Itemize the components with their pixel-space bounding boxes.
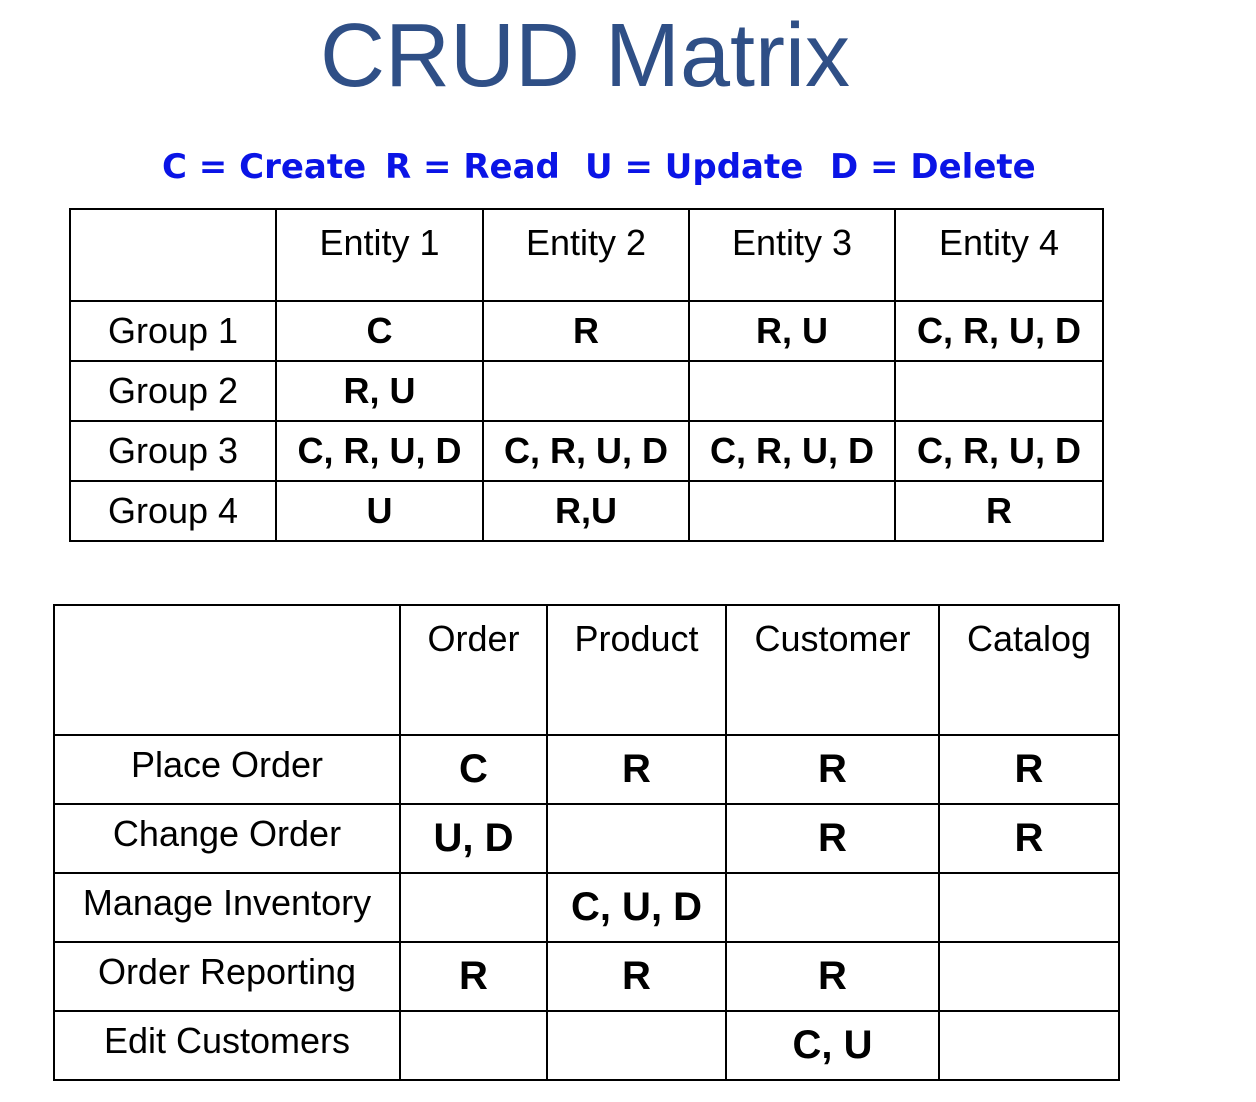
page-title: CRUD Matrix — [320, 6, 850, 106]
table-cell — [399, 872, 548, 943]
table-cell: C — [275, 300, 484, 362]
table-cell — [938, 1010, 1120, 1081]
row-label: Place Order — [53, 734, 401, 805]
table-cell — [688, 360, 896, 422]
table-cell: R — [725, 734, 940, 805]
table-cell — [482, 360, 690, 422]
row-label: Edit Customers — [53, 1010, 401, 1081]
table-row: Edit Customers C, U — [53, 1010, 1120, 1081]
table-row: Order Reporting R R R — [53, 941, 1120, 1012]
column-header-entity-1: Entity 1 — [275, 208, 484, 302]
table-cell: R — [546, 941, 727, 1012]
table-cell: R — [894, 480, 1104, 542]
column-header-entity-3: Entity 3 — [688, 208, 896, 302]
table-cell — [546, 1010, 727, 1081]
table-row: Change Order U, D R R — [53, 803, 1120, 874]
table-row: Group 2 R, U — [69, 360, 1104, 422]
legend-read: R = Read — [385, 147, 560, 187]
table-cell: C, U, D — [546, 872, 727, 943]
column-header-entity-2: Entity 2 — [482, 208, 690, 302]
row-label: Group 3 — [69, 420, 277, 482]
table-cell: R — [546, 734, 727, 805]
legend: C = Create R = Read U = Update D = Delet… — [0, 144, 1256, 190]
row-label: Group 1 — [69, 300, 277, 362]
column-header-order: Order — [399, 604, 548, 736]
table-row: Place Order C R R R — [53, 734, 1120, 805]
table-row: Group 1 C R R, U C, R, U, D — [69, 300, 1104, 362]
crud-matrix-processes: Order Product Customer Catalog Place Ord… — [53, 604, 1120, 1081]
table-cell: C, R, U, D — [894, 420, 1104, 482]
table-cell: C, R, U, D — [688, 420, 896, 482]
table-cell — [894, 360, 1104, 422]
table-cell: R — [482, 300, 690, 362]
table-cell: C, U — [725, 1010, 940, 1081]
table-cell: R — [938, 803, 1120, 874]
corner-cell — [53, 604, 401, 736]
column-header-entity-4: Entity 4 — [894, 208, 1104, 302]
table-cell — [938, 941, 1120, 1012]
table-cell: C — [399, 734, 548, 805]
column-header-catalog: Catalog — [938, 604, 1120, 736]
table-row: Manage Inventory C, U, D — [53, 872, 1120, 943]
column-header-customer: Customer — [725, 604, 940, 736]
table-row: Group 3 C, R, U, D C, R, U, D C, R, U, D… — [69, 420, 1104, 482]
crud-matrix-entities: Entity 1 Entity 2 Entity 3 Entity 4 Grou… — [69, 208, 1104, 542]
row-label: Group 2 — [69, 360, 277, 422]
column-header-product: Product — [546, 604, 727, 736]
table-cell: U, D — [399, 803, 548, 874]
table-cell — [688, 480, 896, 542]
table-cell — [938, 872, 1120, 943]
table-cell: C, R, U, D — [482, 420, 690, 482]
legend-update: U = Update — [585, 147, 804, 187]
table-cell: R — [938, 734, 1120, 805]
table-cell — [725, 872, 940, 943]
table-cell: R, U — [688, 300, 896, 362]
legend-create: C = Create — [162, 147, 367, 187]
corner-cell — [69, 208, 277, 302]
table-row: Group 4 U R,U R — [69, 480, 1104, 542]
row-label: Order Reporting — [53, 941, 401, 1012]
table-cell: U — [275, 480, 484, 542]
table-cell: C, R, U, D — [894, 300, 1104, 362]
table-cell: R, U — [275, 360, 484, 422]
header-row: Entity 1 Entity 2 Entity 3 Entity 4 — [69, 208, 1104, 302]
table-cell: R,U — [482, 480, 690, 542]
row-label: Manage Inventory — [53, 872, 401, 943]
table-cell — [546, 803, 727, 874]
table-cell: C, R, U, D — [275, 420, 484, 482]
header-row: Order Product Customer Catalog — [53, 604, 1120, 736]
row-label: Change Order — [53, 803, 401, 874]
row-label: Group 4 — [69, 480, 277, 542]
table-cell: R — [725, 941, 940, 1012]
legend-delete: D = Delete — [830, 147, 1036, 187]
table-cell: R — [725, 803, 940, 874]
table-cell — [399, 1010, 548, 1081]
table-cell: R — [399, 941, 548, 1012]
